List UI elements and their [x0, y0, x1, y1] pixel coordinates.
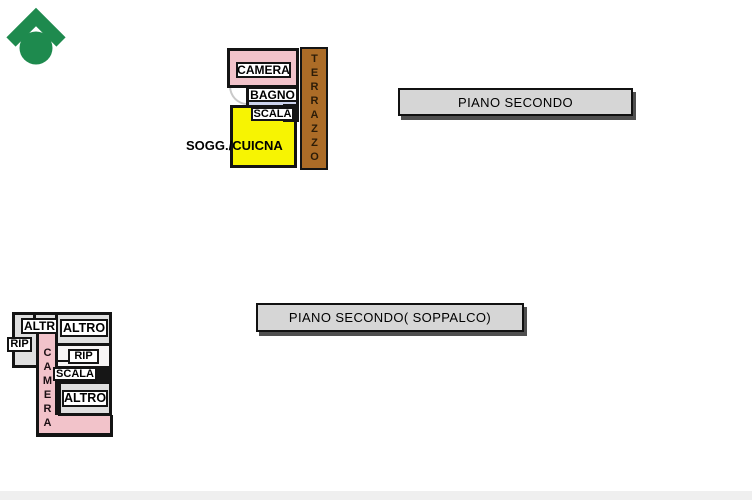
room-label-altro-top: ALTRO: [60, 319, 108, 337]
stair-block: [96, 366, 112, 383]
room-label-terrazzo: TERRAZZO: [308, 52, 321, 165]
room-label-camera: CAMERA: [236, 62, 291, 78]
room-label-scala: SCALA: [251, 107, 294, 121]
room-label-soggiorno-cucina: SOGG./CUICNA: [186, 138, 283, 153]
room-label-bagno: BAGNO: [247, 87, 298, 102]
corridor-bottom: [36, 415, 113, 437]
room-label-scala: SCALA: [53, 367, 97, 381]
room-label-rip-right: RIP: [68, 349, 99, 364]
agency-house-logo-icon: [6, 7, 66, 65]
bottom-gray-band: [0, 491, 752, 500]
caption-piano-secondo: PIANO SECONDO: [398, 88, 633, 116]
room-label-altro-bottom: ALTRO: [62, 390, 108, 407]
caption-piano-secondo-soppalco: PIANO SECONDO( SOPPALCO): [256, 303, 524, 332]
room-label-altr: ALTR: [21, 318, 58, 334]
room-terrazzo: [300, 47, 328, 170]
wall-segment: [58, 360, 70, 362]
room-label-camera-vertical: CAMERA: [41, 347, 54, 431]
door-swing-arc: [229, 86, 247, 105]
room-label-rip-left: RIP: [7, 337, 32, 352]
